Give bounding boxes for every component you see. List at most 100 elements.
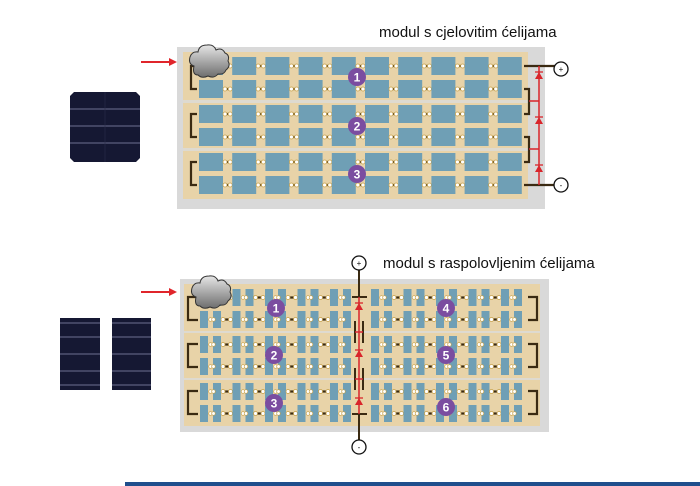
solder-point <box>308 317 314 322</box>
solar-cell <box>199 128 223 146</box>
solar-cell <box>431 80 456 98</box>
shading-cloud-icon <box>191 275 232 309</box>
solder-point <box>341 389 346 394</box>
half-cell <box>371 405 379 422</box>
terminal-sign: - <box>560 181 563 190</box>
solar-cell <box>199 153 223 171</box>
solder-point <box>318 411 323 416</box>
solder-point <box>393 111 399 117</box>
solder-point <box>393 134 399 140</box>
half-cell <box>278 289 286 306</box>
half-cell <box>330 405 338 422</box>
solder-point <box>227 182 233 188</box>
half-cell <box>449 383 457 400</box>
solder-point <box>512 317 517 322</box>
half-cell <box>371 383 379 400</box>
half-cell <box>449 405 457 422</box>
half-cell <box>416 383 425 400</box>
solder-point <box>293 295 298 300</box>
solder-point <box>260 295 266 300</box>
solder-point <box>360 159 366 165</box>
badge-label: 5 <box>443 349 450 363</box>
half-cell <box>371 311 379 328</box>
full-solar-cell-icon <box>70 92 140 162</box>
shading-arrow-icon <box>141 288 177 296</box>
solar-cell <box>398 57 423 75</box>
solder-point <box>222 182 228 188</box>
solder-point <box>414 364 420 369</box>
solder-point <box>391 411 397 416</box>
half-cell <box>265 289 273 306</box>
half-cell <box>297 289 306 306</box>
solder-point <box>255 111 261 117</box>
positive-terminal: + <box>553 61 569 77</box>
half-cell <box>245 358 254 375</box>
half-cell <box>501 358 509 375</box>
solder-point <box>260 342 266 347</box>
half-cell <box>232 405 241 422</box>
solder-point <box>489 364 494 369</box>
footer-bar <box>125 482 700 486</box>
solder-point <box>382 364 387 369</box>
solder-point <box>325 389 331 394</box>
solar-cell <box>365 176 389 194</box>
solder-point <box>253 411 258 416</box>
half-cell <box>330 311 338 328</box>
cell-row <box>200 336 522 353</box>
half-cell <box>200 311 208 328</box>
solder-point <box>228 317 233 322</box>
half-cell <box>297 358 306 375</box>
half-cell <box>501 289 509 306</box>
solder-point <box>293 317 298 322</box>
solar-cell <box>431 176 456 194</box>
half-cell <box>416 311 425 328</box>
half-cell <box>265 311 273 328</box>
solar-cell <box>199 80 223 98</box>
half-cell <box>468 336 477 353</box>
solder-point <box>512 295 517 300</box>
solar-cell <box>265 153 290 171</box>
bypass-diode-icon <box>355 350 363 357</box>
solder-point <box>388 134 394 140</box>
badge-circle <box>267 299 285 317</box>
half-cell <box>232 358 241 375</box>
half-cell <box>343 311 351 328</box>
solder-point <box>260 411 266 416</box>
half-cell <box>310 405 319 422</box>
solder-point <box>426 134 432 140</box>
solder-point <box>464 411 469 416</box>
solder-point <box>211 389 216 394</box>
solder-point <box>464 342 469 347</box>
solder-point <box>456 364 462 369</box>
solder-point <box>454 134 460 140</box>
solder-point <box>382 342 387 347</box>
solder-point <box>460 134 466 140</box>
solder-point <box>460 159 466 165</box>
solder-point <box>322 111 328 117</box>
string-number-badge: 3 <box>265 394 283 412</box>
half-cell <box>384 311 392 328</box>
half-cell <box>310 289 319 306</box>
solar-cell <box>265 176 290 194</box>
string-number-badge: 1 <box>267 299 285 317</box>
solder-point <box>325 317 331 322</box>
solder-point <box>276 389 281 394</box>
solder-point <box>454 111 460 117</box>
solder-point <box>460 182 466 188</box>
solder-point <box>227 134 233 140</box>
solder-point <box>228 342 233 347</box>
half-cell <box>200 383 208 400</box>
half-cell <box>436 383 444 400</box>
solder-point <box>260 134 266 140</box>
badge-label: 3 <box>271 397 278 411</box>
solder-point <box>260 111 266 117</box>
badge-label: 2 <box>271 349 278 363</box>
badge-label: 1 <box>354 71 361 85</box>
half-cell <box>343 336 351 353</box>
shading-arrow-icon <box>141 58 177 66</box>
solder-point <box>294 159 300 165</box>
half-cell <box>416 289 425 306</box>
solder-point <box>341 295 346 300</box>
arrow-head <box>169 58 177 66</box>
solder-point <box>228 364 233 369</box>
